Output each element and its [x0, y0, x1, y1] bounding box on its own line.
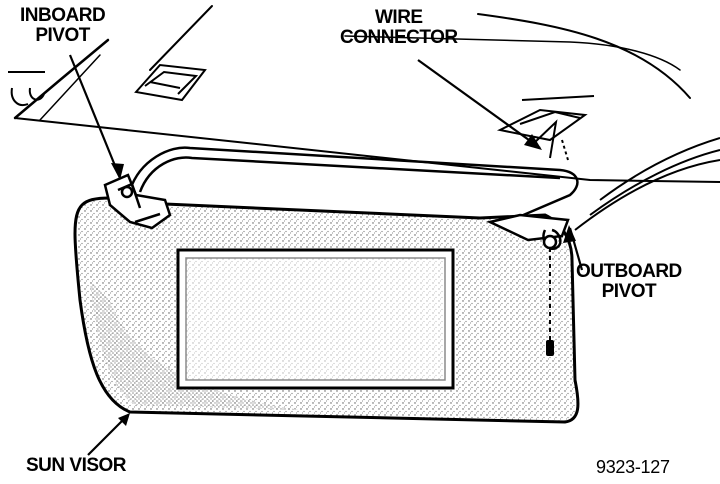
visor-raised-outline [128, 146, 579, 227]
wire-connector-label-line2: CONNECTOR [340, 27, 458, 48]
wire-connector-label: WIRE CONNECTOR [340, 8, 458, 48]
a-pillar [574, 137, 720, 231]
outboard-pivot-label-line2: PIVOT [601, 281, 657, 302]
mounting-screw [546, 340, 554, 356]
inboard-pivot-bracket [103, 173, 172, 230]
dome-fixture [8, 71, 45, 106]
sun-visor-label: SUN VISOR [26, 455, 127, 476]
outboard-pivot-label: OUTBOARD PIVOT [576, 262, 682, 302]
headliner [13, 5, 720, 183]
handle-fixture [134, 63, 207, 102]
sun-visor-leader [87, 414, 129, 456]
outboard-pivot-label-line1: OUTBOARD [576, 261, 682, 282]
wire-connector-label-line1: WIRE [375, 7, 423, 28]
vanity-mirror [176, 248, 455, 390]
wire-connector-arrowhead [524, 134, 542, 150]
leader-arrowheads [111, 134, 576, 426]
visor-shading [90, 280, 300, 410]
inboard-pivot-leader [68, 54, 122, 179]
inboard-pivot-label-line2: PIVOT [35, 25, 90, 46]
outboard-pivot-clip [486, 213, 570, 251]
inboard-pivot-label-line1: INBOARD [20, 5, 106, 26]
outboard-pivot-arrowhead [563, 225, 576, 243]
wire-connector-leader [417, 59, 541, 149]
inboard-pivot-label: INBOARD PIVOT [20, 5, 106, 46]
figure-id: 9323-127 [596, 457, 670, 477]
inboard-pivot-arrowhead [111, 163, 124, 180]
sun-visor-arrowhead [118, 413, 130, 426]
